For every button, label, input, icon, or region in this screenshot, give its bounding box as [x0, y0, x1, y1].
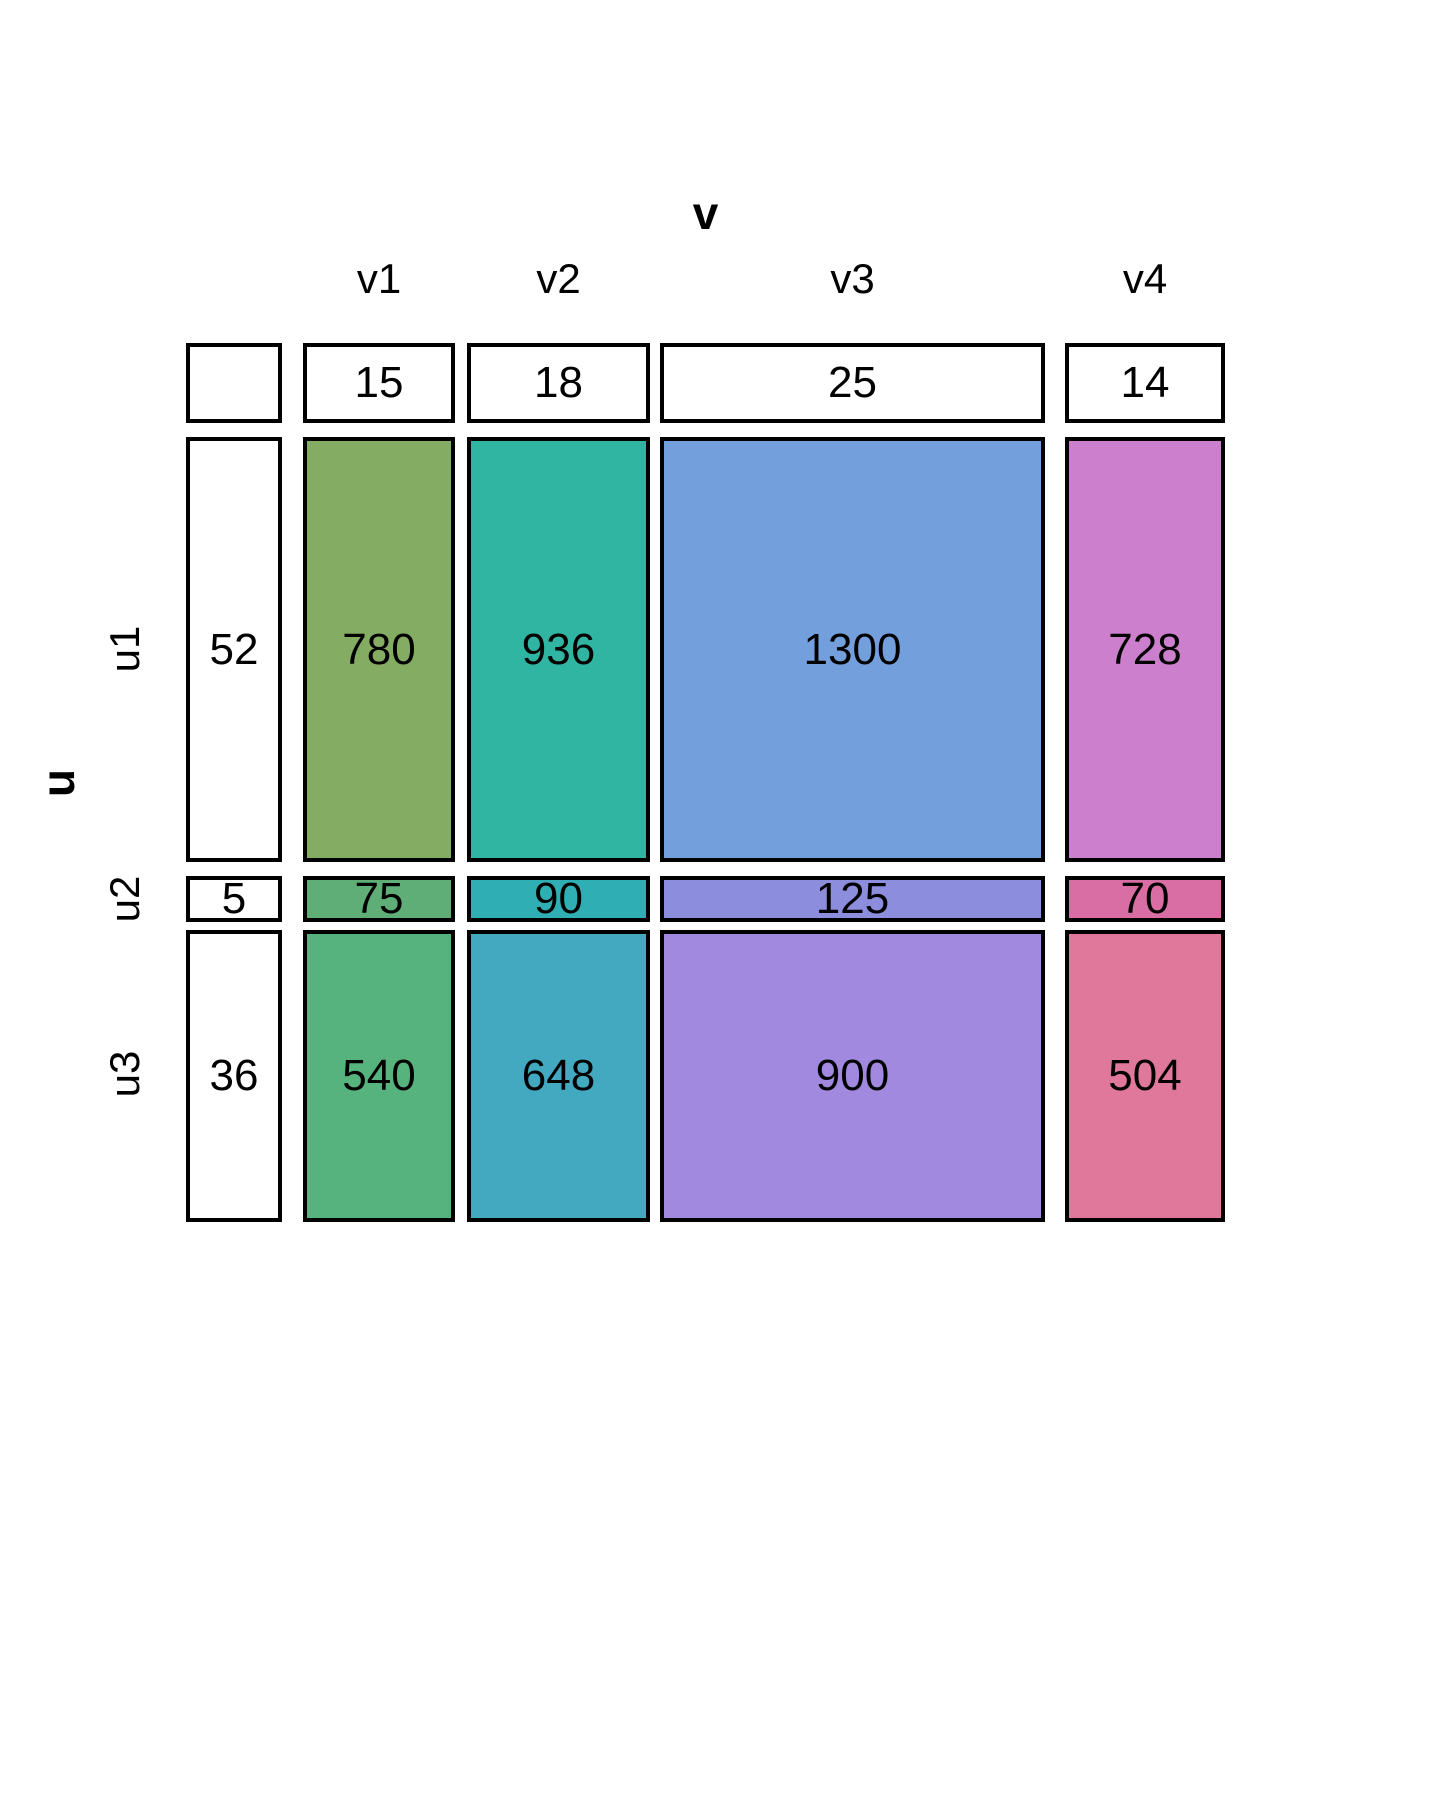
data-cell-u2-v2: 90 [467, 876, 650, 922]
data-cell-u2-v1: 75 [303, 876, 455, 922]
data-value-u2-v3: 125 [815, 874, 890, 923]
data-cell-u2-v4: 70 [1065, 876, 1225, 922]
row-header-u2: u2 [101, 875, 148, 923]
data-value-u1-v4: 728 [1108, 624, 1182, 674]
data-value-u3-v1: 540 [342, 1051, 416, 1100]
row-margin-cell-u2: 5 [186, 876, 282, 922]
row-margin-value-u3: 36 [209, 1051, 259, 1100]
row-margin-value-u1: 52 [209, 624, 259, 674]
corner-margin-cell [186, 343, 282, 423]
column-margin-cell-v3: 25 [660, 343, 1045, 423]
row-header-u3: u3 [101, 1050, 148, 1098]
column-margin-cell-v2: 18 [467, 343, 650, 423]
data-cell-u3-v3: 900 [660, 930, 1045, 1222]
data-cell-u1-v4: 728 [1065, 437, 1225, 862]
column-margin-value-v3: 25 [828, 358, 877, 407]
data-cell-u3-v2: 648 [467, 930, 650, 1222]
column-margin-value-v4: 14 [1120, 358, 1170, 407]
data-value-u1-v1: 780 [342, 624, 416, 674]
data-value-u1-v3: 1300 [803, 624, 902, 674]
row-header-u1: u1 [101, 625, 148, 673]
data-value-u1-v2: 936 [521, 624, 596, 674]
column-header-v3: v3 [830, 255, 875, 302]
data-value-u3-v4: 504 [1108, 1051, 1182, 1100]
row-variable-label: u [32, 768, 84, 798]
data-value-u2-v2: 90 [534, 874, 583, 923]
row-margin-cell-u1: 52 [186, 437, 282, 862]
data-cell-u3-v4: 504 [1065, 930, 1225, 1222]
data-cell-u1-v3: 1300 [660, 437, 1045, 862]
column-margin-cell-v1: 15 [303, 343, 455, 423]
column-header-v1: v1 [356, 255, 402, 302]
data-value-u3-v2: 648 [521, 1051, 596, 1100]
data-cell-u1-v1: 780 [303, 437, 455, 862]
data-cell-u3-v1: 540 [303, 930, 455, 1222]
column-header-v2: v2 [536, 255, 581, 302]
column-header-v4: v4 [1122, 255, 1168, 302]
column-variable-label: v [692, 187, 719, 239]
data-cell-u1-v2: 936 [467, 437, 650, 862]
data-value-u2-v1: 75 [354, 874, 404, 923]
data-cell-u2-v3: 125 [660, 876, 1045, 922]
column-margin-cell-v4: 14 [1065, 343, 1225, 423]
row-margin-value-u2: 5 [221, 874, 247, 923]
column-margin-value-v2: 18 [534, 358, 583, 407]
data-value-u2-v4: 70 [1120, 874, 1170, 923]
row-margin-cell-u3: 36 [186, 930, 282, 1222]
data-value-u3-v3: 900 [815, 1051, 890, 1100]
column-margin-value-v1: 15 [354, 358, 404, 407]
